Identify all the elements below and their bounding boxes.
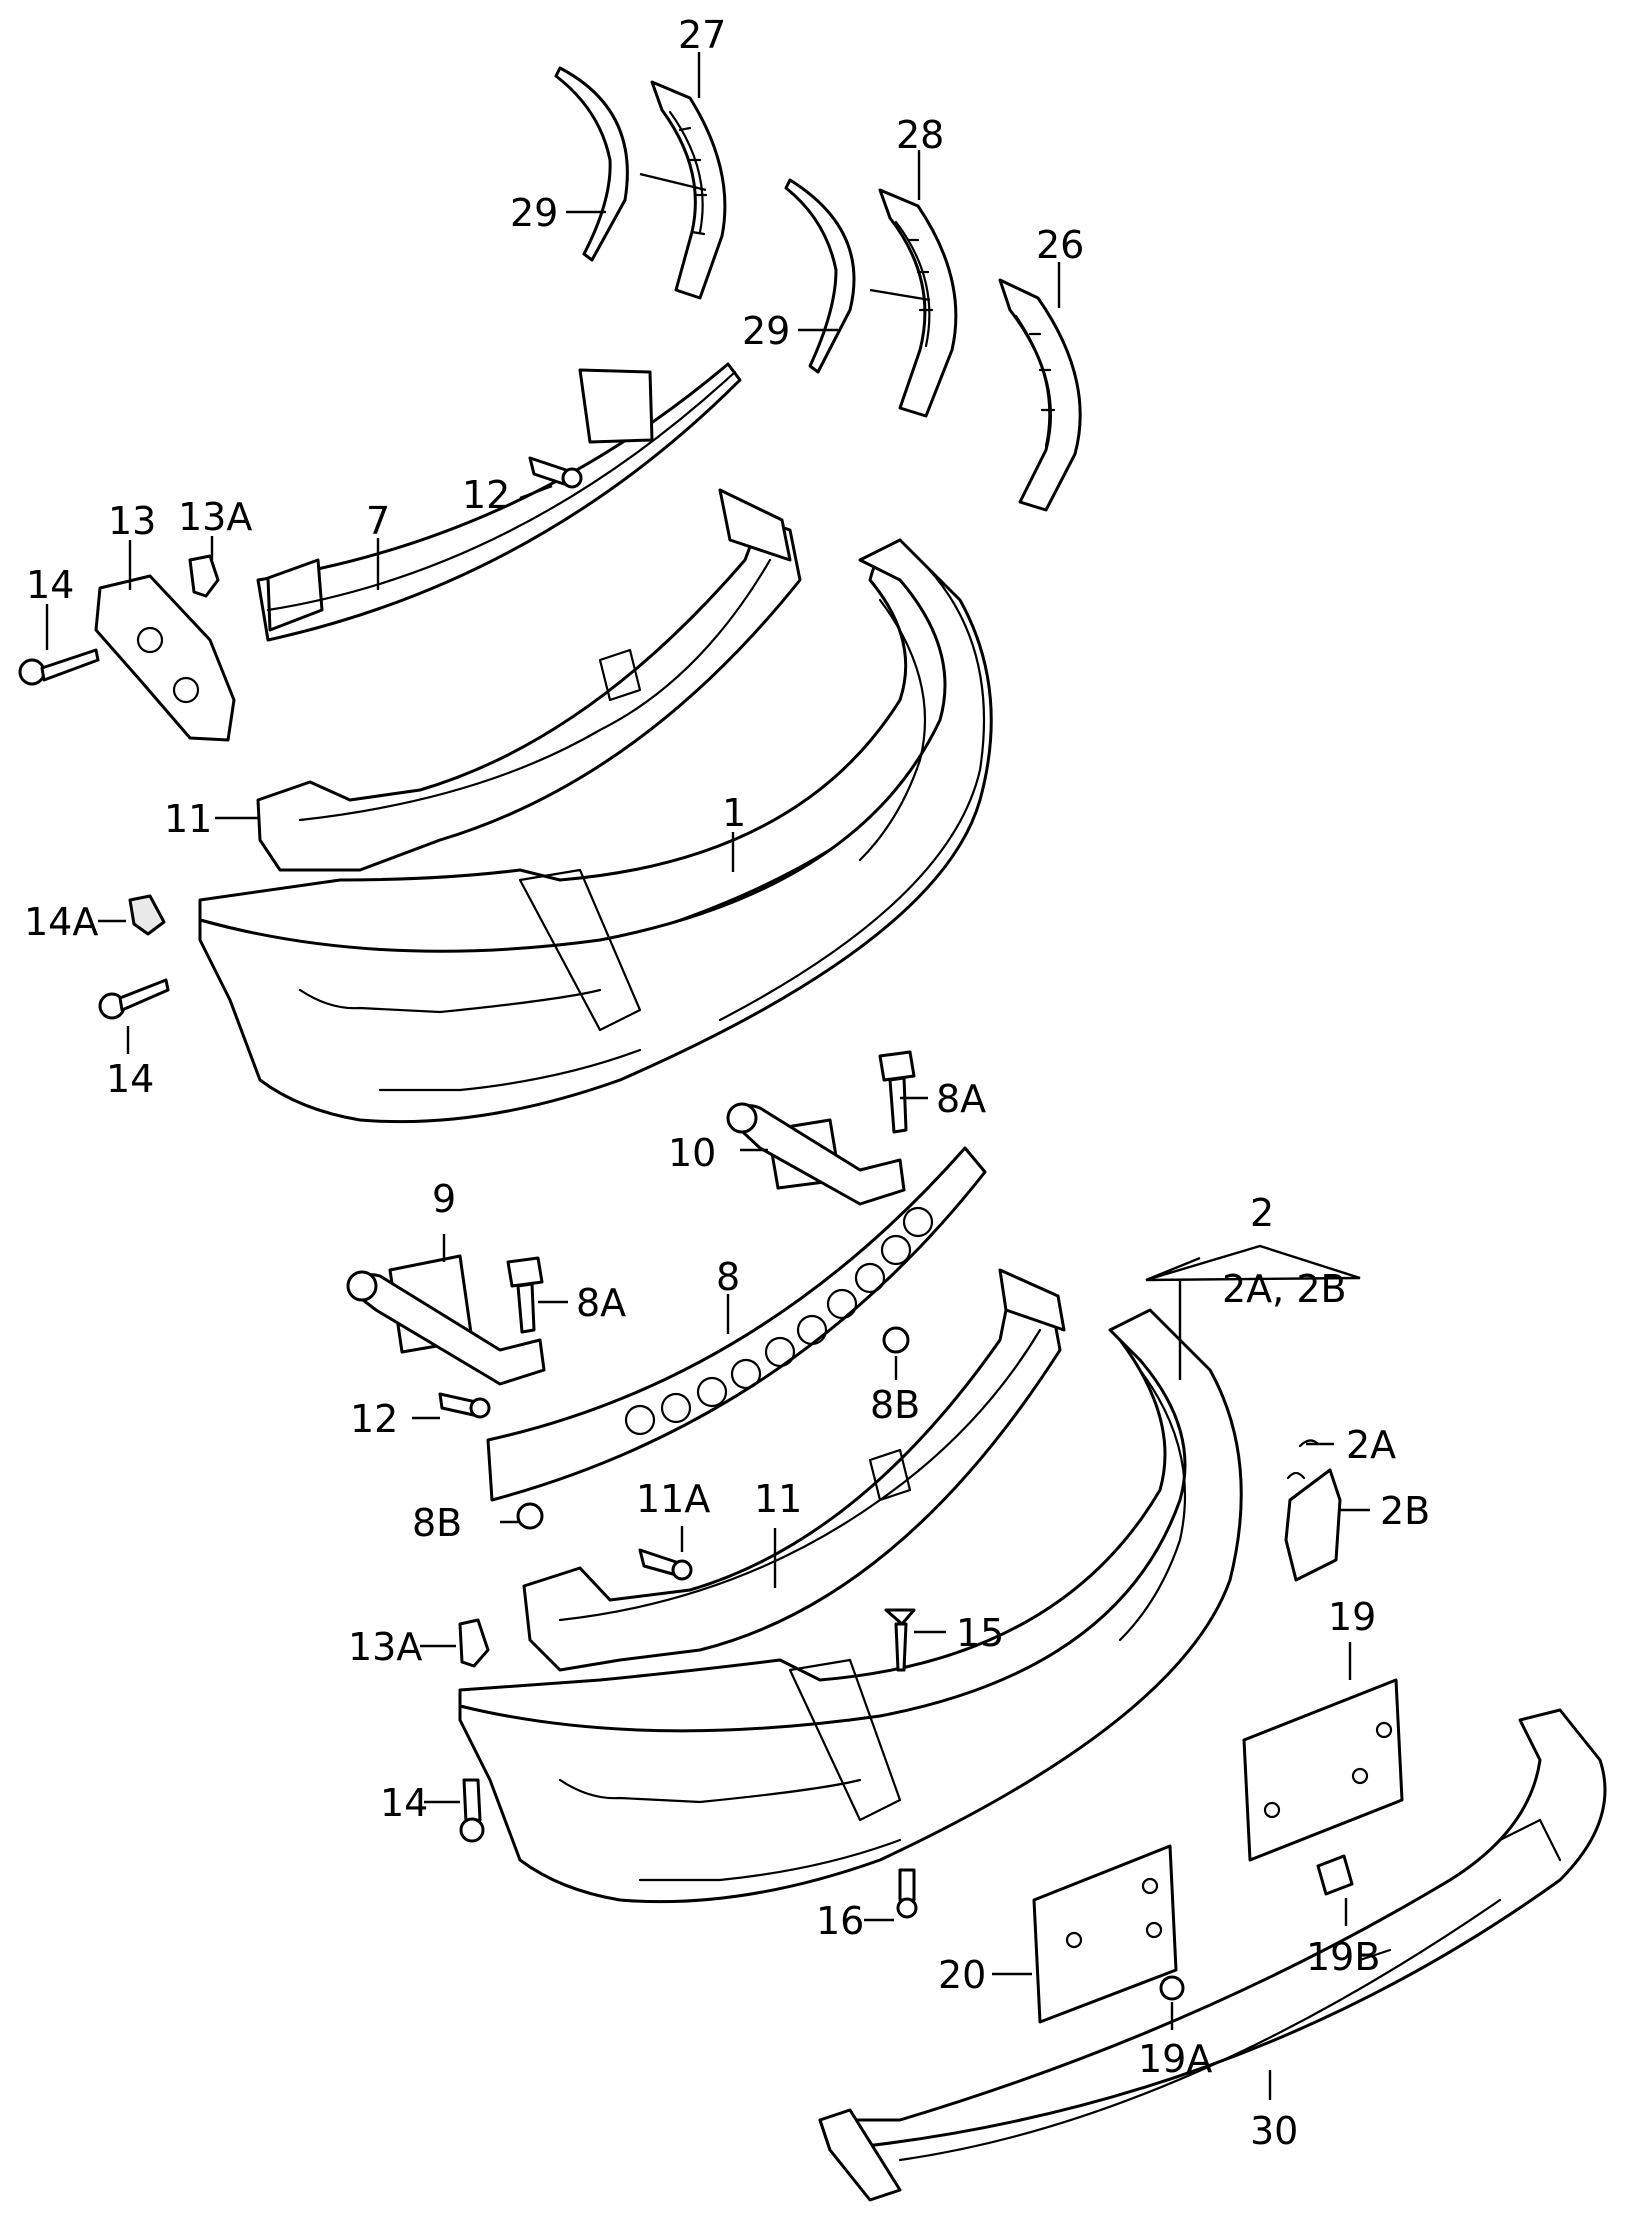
nut-8B-lower [516, 1502, 544, 1530]
callout-8A-lower: 8A [576, 1281, 626, 1325]
callout-12-upper: 12 [462, 473, 510, 517]
callout-19A: 19A [1138, 2037, 1212, 2081]
callout-2B: 2B [1380, 1489, 1430, 1533]
leader-lines [45, 52, 1370, 2100]
screw-19A [1159, 1975, 1185, 2001]
license-bracket-19 [1242, 1678, 1404, 1862]
callout-16: 16 [816, 1899, 864, 1943]
bumper-cover-2 [458, 1308, 1243, 1904]
license-bracket-20 [1032, 1844, 1178, 2024]
clip-19B [1316, 1854, 1354, 1896]
molding-strip-26 [998, 278, 1082, 512]
callout-14-upper: 14 [26, 563, 74, 607]
callout-13: 13 [108, 499, 156, 543]
bolt-8A-lower [506, 1256, 544, 1334]
molding-strip-27 [650, 80, 727, 300]
molding-strip-28 [878, 188, 958, 418]
bolt-14-mid [98, 978, 170, 1020]
callout-19B: 19B [1306, 1935, 1380, 1979]
bolt-12 [528, 456, 583, 489]
callout-7: 7 [366, 499, 390, 543]
bolt-8A-upper [878, 1050, 916, 1134]
screw-16 [896, 1868, 918, 1919]
callout-13A-upper: 13A [178, 495, 252, 539]
callout-8A-upper: 8A [936, 1077, 986, 1121]
callout-14-lower: 14 [380, 1781, 428, 1825]
spring-clip-2A [1286, 1439, 1320, 1480]
bolt-14-upper [18, 648, 100, 686]
bracket-9 [346, 1254, 546, 1386]
callout-30: 30 [1250, 2109, 1298, 2153]
callout-2A-2B: 2A, 2B [1222, 1267, 1347, 1311]
bumper-cover-1 [198, 538, 993, 1124]
molding-strip-29-right [784, 178, 856, 374]
callout-29-lower: 29 [742, 309, 790, 353]
clip-13A [188, 554, 220, 598]
nut-8B-upper [882, 1326, 910, 1354]
cap-2B [1284, 1468, 1342, 1582]
screw-14-lower [459, 1778, 485, 1843]
callout-2: 2 [1250, 1191, 1274, 1235]
callout-28: 28 [896, 113, 944, 157]
callout-15: 15 [956, 1611, 1004, 1655]
callout-26: 26 [1036, 223, 1084, 267]
callout-27: 27 [678, 13, 726, 57]
callout-20: 20 [938, 1953, 986, 1997]
bolt-11A [638, 1548, 693, 1581]
bracket-10 [726, 1102, 906, 1206]
callout-11-upper: 11 [164, 797, 212, 841]
callout-8: 8 [716, 1255, 740, 1299]
screw-15 [884, 1608, 916, 1672]
callout-1: 1 [722, 791, 746, 835]
bracket-13 [94, 574, 236, 742]
energy-absorber-11-lower [522, 1268, 1066, 1672]
callout-14-mid: 14 [106, 1057, 154, 1101]
callout-12-lower: 12 [350, 1397, 398, 1441]
molding-strip-29-left [554, 66, 629, 262]
callout-8B-upper: 8B [870, 1383, 920, 1427]
callout-2A: 2A [1346, 1423, 1396, 1467]
energy-absorber-11-upper [256, 488, 802, 872]
callout-11A: 11A [636, 1477, 710, 1521]
callout-10: 10 [668, 1131, 716, 1175]
impact-beam-8 [486, 1146, 987, 1502]
callout-11-lower: 11 [754, 1477, 802, 1521]
callout-19: 19 [1328, 1595, 1376, 1639]
spoiler-30 [818, 1708, 1607, 2202]
callout-13A-lower: 13A [348, 1625, 422, 1669]
callout-29-upper: 29 [510, 191, 558, 235]
clip-14A [128, 894, 166, 936]
callout-9: 9 [432, 1177, 456, 1221]
callout-8B-lower: 8B [412, 1501, 462, 1545]
clip-13A-lower [458, 1618, 490, 1668]
callout-14A: 14A [24, 900, 98, 944]
bolt-12-lower [438, 1392, 491, 1419]
